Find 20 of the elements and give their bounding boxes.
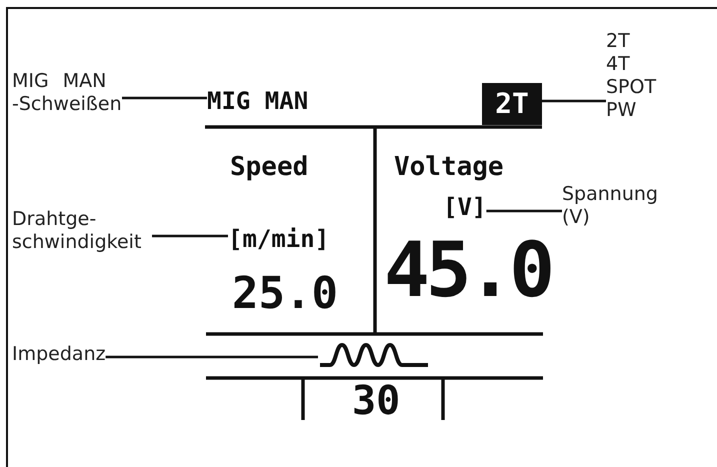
callout-label: MIG MAN -Schweißen [12, 70, 122, 116]
wave-icon [318, 341, 430, 369]
callout-label: 2T 4T SPOT PW [606, 30, 668, 122]
voltage-heading: Voltage [394, 152, 504, 182]
speed-value: 25.0 [232, 268, 338, 319]
voltage-value: 45.0 [384, 226, 552, 313]
leader-line [106, 356, 318, 358]
impedance-value: 30 [352, 378, 400, 424]
unit-text: [V] [443, 192, 486, 222]
display-mode-text: MIG MAN [207, 86, 308, 116]
leader-line [152, 234, 228, 238]
unit-text: [m/min] [228, 224, 330, 254]
callout-label: Drahtge- schwindigkeit [12, 208, 152, 254]
callout-label: Spannung (V) [562, 183, 672, 229]
speed-heading: Speed [230, 152, 308, 182]
leader-line [486, 210, 562, 212]
leader-line [542, 100, 606, 102]
mode-badge: 2T [482, 83, 542, 125]
callout-label: Impedanz [12, 343, 106, 366]
leader-line [122, 96, 207, 100]
